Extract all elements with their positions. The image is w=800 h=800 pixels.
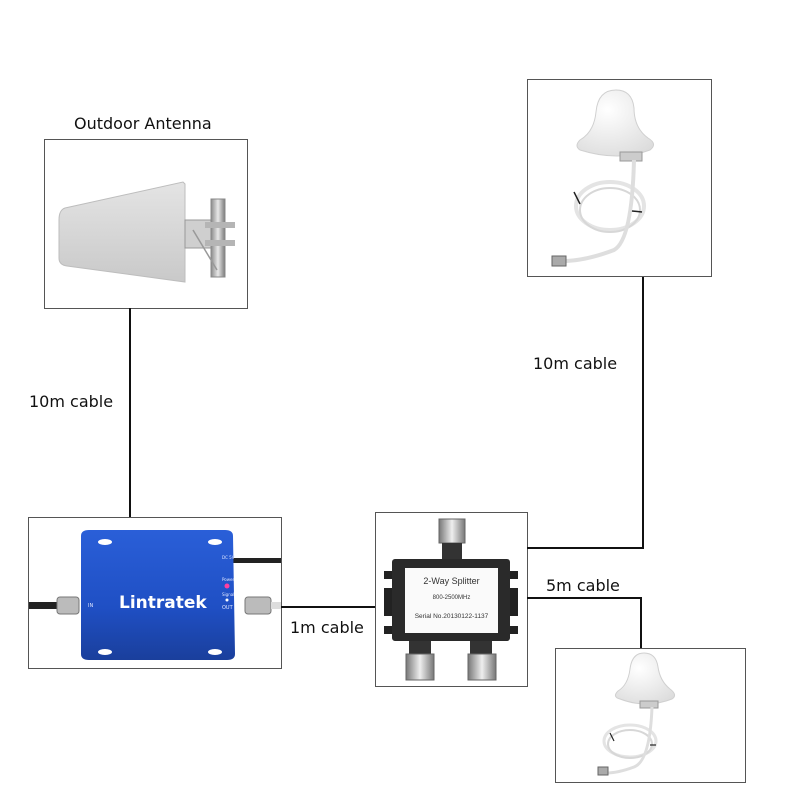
cable-repeater-to-splitter [281, 606, 375, 608]
indoor-antenna-1-node [527, 79, 712, 277]
repeater-signal-label: Signal [222, 592, 235, 597]
indoor-antenna-2-node [555, 648, 746, 783]
repeater-port-in-label: IN [88, 603, 94, 609]
splitter-image [384, 518, 518, 681]
repeater-port-out-label: OUT [222, 605, 233, 611]
splitter-name-label: 2-Way Splitter [423, 576, 480, 586]
outdoor-antenna-title: Outdoor Antenna [74, 114, 212, 133]
repeater-power-label: Power [222, 577, 235, 582]
cable-label-1m: 1m cable [290, 618, 364, 637]
repeater-image [29, 530, 281, 660]
outdoor-antenna-node [44, 139, 248, 309]
splitter-node: 2-Way Splitter 800-2500MHz Serial No.201… [375, 512, 528, 687]
cable-label-5m: 5m cable [546, 576, 620, 595]
cable-splitter-to-indoor-2-horizontal [527, 597, 642, 599]
indoor-antenna-2-image [597, 652, 676, 776]
splitter-frequency-label: 800-2500MHz [432, 595, 471, 601]
cable-outdoor-to-repeater [129, 308, 131, 518]
repeater-brand-logo: Lintratek [119, 593, 207, 613]
indoor-antenna-1-image [551, 89, 654, 267]
cable-label-10m-indoor: 10m cable [533, 354, 618, 373]
cable-splitter-to-indoor-1-vertical [642, 276, 644, 549]
repeater-dc-label: DC 5V [222, 555, 235, 560]
splitter-serial-label: Serial No.20130122-1137 [414, 613, 489, 620]
cable-splitter-to-indoor-1-horizontal [527, 547, 644, 549]
outdoor-antenna-image [58, 181, 235, 283]
cable-label-10m-outdoor: 10m cable [29, 392, 114, 411]
repeater-node: Lintratek IN OUT DC 5V Power Signal [28, 517, 282, 669]
cable-splitter-to-indoor-2-vertical [640, 597, 642, 649]
